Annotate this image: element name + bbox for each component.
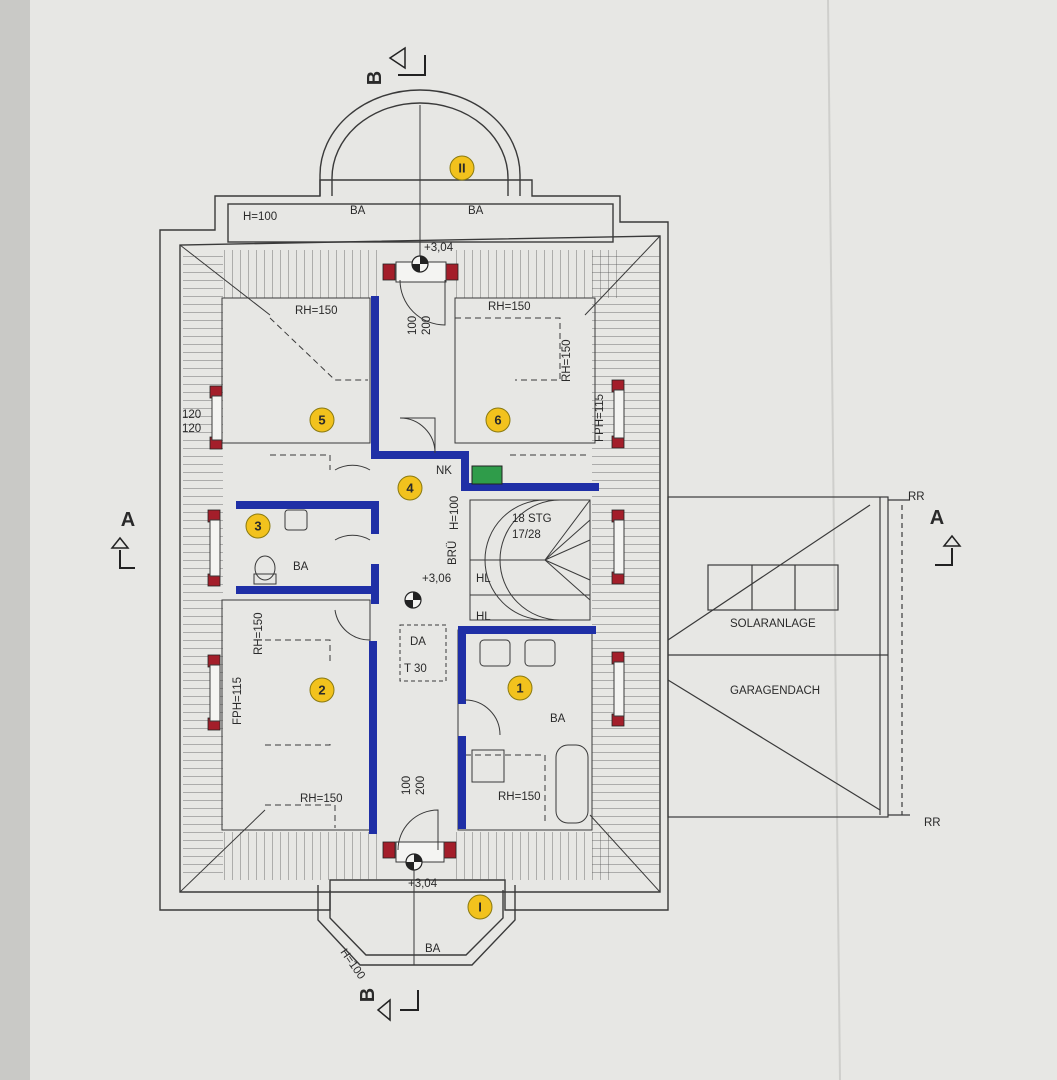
label-level-top: +3,04	[424, 242, 454, 254]
label-door-top-100: 100	[407, 316, 419, 335]
section-marker-bottom: B	[357, 988, 379, 1002]
label-h100-stair: H=100	[449, 496, 461, 530]
label-rh150-room5: RH=150	[295, 305, 338, 317]
room-marker-circle-6	[485, 407, 511, 433]
label-rh150-room1: RH=150	[498, 791, 541, 803]
paper-fold	[827, 0, 841, 1080]
paper-shadow	[0, 0, 30, 1080]
room-marker-circle-4	[397, 475, 423, 501]
room-number-I: I	[478, 900, 482, 915]
room-number-5: 5	[318, 413, 325, 428]
label-bru: BRÜ	[447, 541, 459, 565]
label-hl-1: HL	[476, 573, 491, 585]
sanitary-fixtures	[253, 509, 589, 824]
balcony-top	[227, 89, 614, 268]
label-fph115-left: FPH=115	[232, 677, 244, 725]
door-swings	[334, 279, 501, 851]
room-marker-circle-1	[507, 675, 533, 701]
label-t30: T 30	[404, 663, 427, 675]
room-number-2: 2	[318, 683, 325, 698]
label-window-120-b: 120	[182, 423, 201, 435]
label-stairs-ratio: 17/28	[512, 529, 541, 541]
label-rr-bottom: RR	[924, 817, 941, 829]
label-ba-top-left: BA	[350, 205, 366, 217]
room-markers	[245, 155, 533, 920]
label-door-bottom-100: 100	[401, 776, 413, 795]
label-rh150-room6-vertical: RH=150	[561, 339, 573, 382]
room-number-II: II	[458, 161, 465, 176]
label-level-center: +3,06	[422, 573, 451, 585]
label-ba-room1: BA	[550, 713, 566, 725]
room-number-6: 6	[494, 413, 501, 428]
section-marker-left: A	[121, 509, 135, 531]
roof-diagonals	[179, 235, 661, 893]
room-marker-circle-5	[309, 407, 335, 433]
room-number-4: 4	[406, 481, 414, 496]
nk-chimney	[471, 465, 503, 485]
room-marker-circle-3	[245, 513, 271, 539]
label-door-top-200: 200	[421, 316, 433, 335]
section-marker-top: B	[364, 71, 386, 85]
label-rh150-room2-vertical: RH=150	[253, 612, 265, 655]
room-number-1: 1	[516, 681, 523, 696]
label-da: DA	[410, 636, 426, 648]
label-rh150-room2: RH=150	[300, 793, 343, 805]
label-fph115-right: FPH=115	[594, 394, 606, 442]
interior-lines	[221, 297, 596, 831]
label-h100-top: H=100	[243, 211, 277, 223]
section-arrows	[110, 46, 962, 1022]
label-window-120-a: 120	[182, 409, 201, 421]
label-door-bottom-200: 200	[415, 776, 427, 795]
dashed-lines	[265, 317, 590, 828]
label-solaranlage: SOLARANLAGE	[730, 618, 816, 630]
label-ba-bottom: BA	[425, 943, 441, 955]
blue-walls	[236, 296, 599, 834]
room-number-3: 3	[254, 519, 261, 534]
label-nk: NK	[436, 465, 452, 477]
garage-roof	[667, 496, 910, 818]
room-marker-circle-2	[309, 677, 335, 703]
level-markers	[404, 255, 429, 871]
roof-hatching	[183, 250, 660, 880]
label-ba-room3: BA	[293, 561, 309, 573]
label-ba-top-right: BA	[468, 205, 484, 217]
section-marker-right: A	[930, 507, 944, 529]
label-stairs-steps: 18 STG	[512, 513, 552, 525]
label-rh150-room6: RH=150	[488, 301, 531, 313]
label-hl-2: HL	[476, 611, 491, 623]
label-level-bottom: +3,04	[408, 878, 438, 890]
room-marker-circle-II	[449, 155, 475, 181]
room-marker-circle-I	[467, 894, 493, 920]
label-garagendach: GARAGENDACH	[730, 685, 820, 697]
label-rr-top: RR	[908, 491, 925, 503]
